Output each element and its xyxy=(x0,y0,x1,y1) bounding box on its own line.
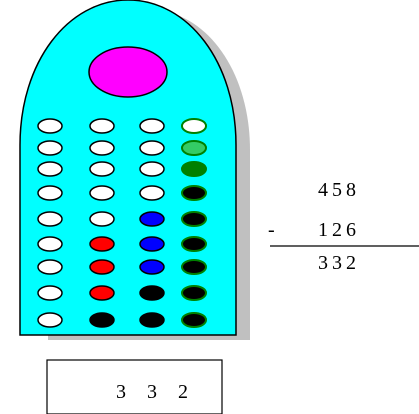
bead-col2-row1 xyxy=(89,118,115,134)
bead-col4-row4 xyxy=(181,185,207,201)
bead-col2-row3 xyxy=(89,161,115,177)
bead-col4-row2 xyxy=(181,140,207,156)
bead-col3-row9 xyxy=(139,312,165,328)
bead-col2-row7 xyxy=(89,259,115,275)
minuend-text: 458 xyxy=(318,179,360,201)
bead-col1-row4 xyxy=(37,185,63,201)
bead-col2-row4 xyxy=(89,185,115,201)
bead-col4-row9 xyxy=(181,312,207,328)
bead-col4-row7 xyxy=(181,259,207,275)
abacus-knob xyxy=(88,46,168,98)
subtraction-problem: 458 - 126 332 xyxy=(268,179,419,274)
answer-box-frame xyxy=(46,359,223,414)
bead-col3-row4 xyxy=(139,185,165,201)
bead-col1-row3 xyxy=(37,161,63,177)
bead-col3-row6 xyxy=(139,236,165,252)
bead-col1-row9 xyxy=(37,312,63,328)
bead-col3-row7 xyxy=(139,259,165,275)
bead-col2-row2 xyxy=(89,140,115,156)
bead-col3-row8 xyxy=(139,285,165,301)
bead-col1-row8 xyxy=(37,285,63,301)
bead-col2-row9 xyxy=(89,312,115,328)
answer-box-value: 3 3 2 xyxy=(116,381,196,403)
subtrahend-text: 126 xyxy=(318,219,360,241)
bead-col2-row6 xyxy=(89,236,115,252)
result-text: 332 xyxy=(318,252,360,274)
bead-col2-row5 xyxy=(89,211,115,227)
bead-col3-row1 xyxy=(139,118,165,134)
bead-col3-row3 xyxy=(139,161,165,177)
bead-col1-row1 xyxy=(37,118,63,134)
bead-col4-row3 xyxy=(181,161,207,177)
bead-col4-row5 xyxy=(181,211,207,227)
abacus-body xyxy=(19,0,237,336)
minus-sign: - xyxy=(268,219,279,241)
bead-col4-row6 xyxy=(181,236,207,252)
bead-col1-row2 xyxy=(37,140,63,156)
bead-col1-row5 xyxy=(37,211,63,227)
bead-columns xyxy=(37,118,207,328)
bead-col3-row5 xyxy=(139,211,165,227)
bead-col4-row8 xyxy=(181,285,207,301)
bead-col1-row7 xyxy=(37,259,63,275)
bead-col3-row2 xyxy=(139,140,165,156)
answer-box: 3 3 2 xyxy=(46,359,223,414)
bead-col1-row6 xyxy=(37,236,63,252)
bead-col2-row8 xyxy=(89,285,115,301)
bead-col4-row1 xyxy=(181,118,207,134)
